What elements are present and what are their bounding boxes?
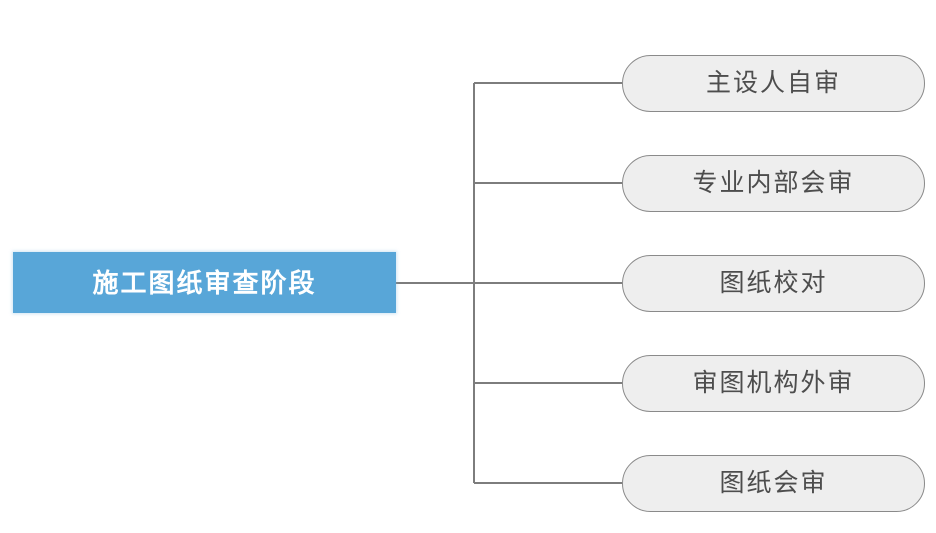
leaf-node-5-label: 图纸会审 xyxy=(719,470,828,497)
leaf-node-4[interactable]: 审图机构外审 xyxy=(622,355,925,412)
leaf-node-4-label: 审图机构外审 xyxy=(692,370,855,397)
root-node[interactable]: 施工图纸审查阶段 xyxy=(13,252,396,313)
leaf-node-3-label: 图纸校对 xyxy=(719,270,828,297)
leaf-node-2[interactable]: 专业内部会审 xyxy=(622,155,925,212)
leaf-node-1-label: 主设人自审 xyxy=(705,70,841,97)
leaf-node-2-label: 专业内部会审 xyxy=(692,170,855,197)
leaf-node-3[interactable]: 图纸校对 xyxy=(622,255,925,312)
leaf-node-1[interactable]: 主设人自审 xyxy=(622,55,925,112)
leaf-node-5[interactable]: 图纸会审 xyxy=(622,455,925,512)
root-node-label: 施工图纸审查阶段 xyxy=(92,267,317,298)
